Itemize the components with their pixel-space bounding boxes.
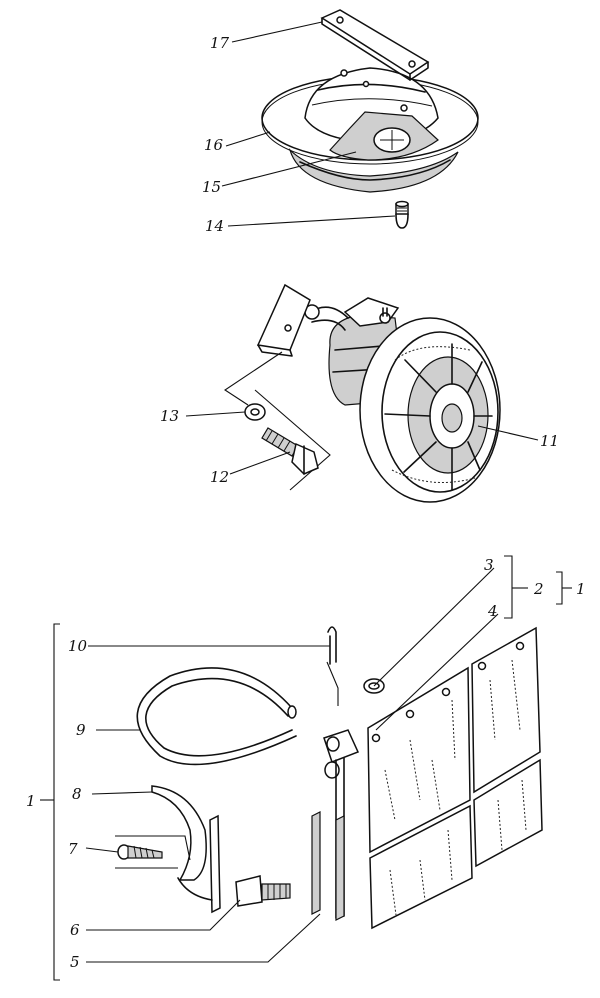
bolt-12	[261, 427, 319, 475]
callout-15: 15	[202, 178, 221, 196]
callout-7: 7	[68, 840, 78, 858]
callout-labels: 17 16 15 14 13 12 11 3 4 2 1 10 9 8 1 7 …	[26, 34, 586, 971]
grouping-brackets	[40, 555, 572, 981]
callout-2: 2	[533, 580, 544, 598]
callout-10: 10	[68, 637, 88, 655]
l-bracket	[256, 283, 311, 351]
callout-14: 14	[205, 217, 224, 235]
callout-8: 8	[72, 785, 82, 803]
reel-assembly	[224, 283, 501, 503]
callout-4: 4	[487, 602, 498, 620]
callout-5: 5	[70, 953, 80, 971]
callout-6: 6	[70, 921, 80, 939]
callout-9: 9	[76, 721, 86, 739]
wood-screw-7	[115, 835, 191, 869]
callout-16: 16	[204, 136, 224, 154]
dome-assembly	[261, 9, 479, 229]
curtain-assembly	[115, 626, 543, 930]
callout-1-top: 1	[576, 580, 586, 598]
callout-11: 11	[540, 432, 559, 450]
callout-1-left: 1	[26, 792, 36, 810]
screw-14	[395, 200, 409, 229]
hanger-clip-4	[323, 729, 360, 919]
bolt-6	[235, 875, 291, 907]
lower-housing	[288, 148, 459, 193]
washer-13	[244, 403, 266, 421]
callout-3: 3	[484, 556, 494, 574]
callout-12: 12	[210, 468, 229, 486]
hook-8	[151, 785, 221, 914]
callout-17: 17	[210, 34, 230, 52]
rail-strips-5	[311, 811, 345, 921]
split-pin-10	[326, 626, 339, 706]
cord-loop-9	[136, 667, 297, 766]
curtain-panel-1	[367, 626, 543, 930]
callout-13: 13	[160, 407, 179, 425]
leader-lines	[85, 21, 539, 963]
